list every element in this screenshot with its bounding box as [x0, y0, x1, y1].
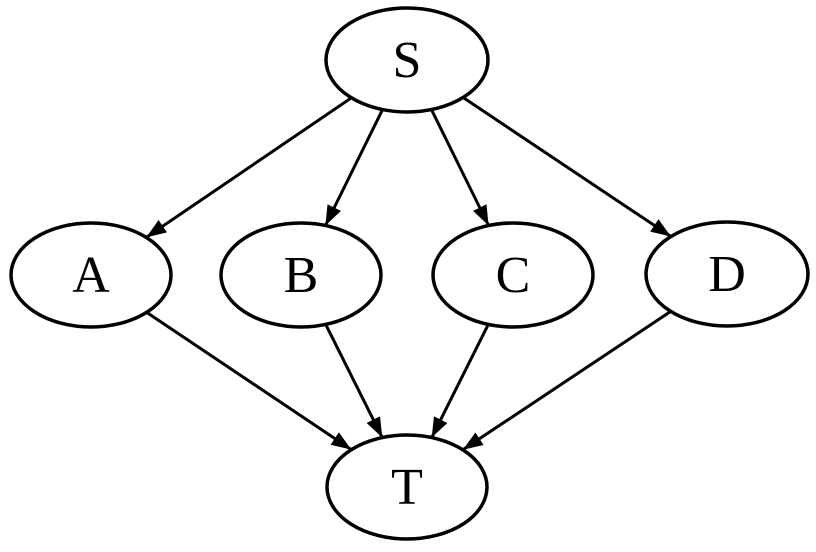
node-T-label: T	[391, 459, 423, 516]
edge-C-T	[430, 323, 490, 439]
node-S-ellipse	[324, 6, 490, 114]
edge-A-T	[145, 311, 353, 451]
edge-S-D	[462, 96, 672, 238]
node-S: S	[324, 6, 490, 114]
node-C-label: C	[496, 247, 531, 304]
node-T-ellipse	[325, 433, 489, 541]
node-B-ellipse	[219, 221, 383, 329]
node-D: D	[644, 220, 810, 328]
node-layer: S A B C D T	[9, 6, 810, 541]
edge-B-T	[324, 323, 384, 439]
edge-D-T	[462, 310, 672, 452]
node-S-label: S	[393, 32, 422, 89]
node-D-ellipse	[644, 220, 810, 328]
edge-S-A	[145, 96, 353, 239]
node-B-label: B	[284, 247, 319, 304]
node-D-label: D	[708, 246, 746, 303]
edge-layer	[145, 96, 672, 452]
node-A: A	[9, 221, 173, 329]
node-T: T	[325, 433, 489, 541]
node-A-label: A	[72, 247, 110, 304]
edge-S-C	[430, 108, 490, 227]
node-C: C	[431, 221, 595, 329]
node-C-ellipse	[431, 221, 595, 329]
node-A-ellipse	[9, 221, 173, 329]
edge-S-B	[324, 108, 384, 227]
node-B: B	[219, 221, 383, 329]
